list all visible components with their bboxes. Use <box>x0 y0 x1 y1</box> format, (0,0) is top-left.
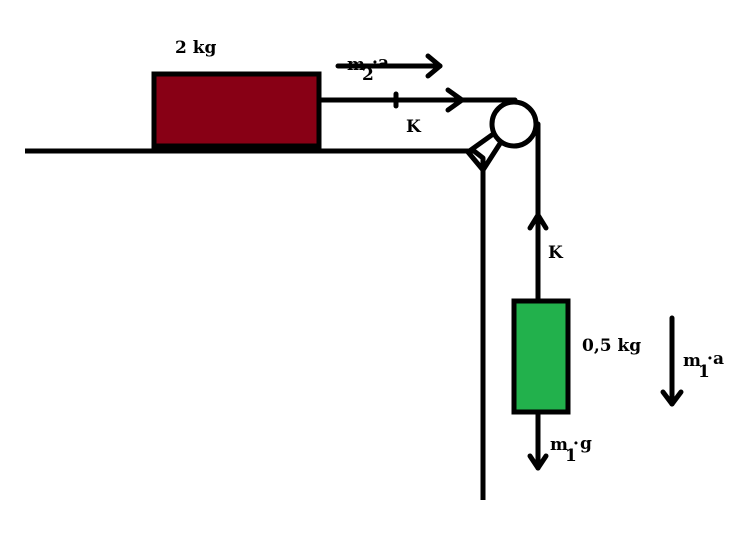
m1g-rest: g <box>580 434 592 454</box>
m1g-sub: 1 <box>565 446 577 466</box>
block-2kg <box>151 71 322 149</box>
m1g-arrowhead <box>527 453 549 471</box>
pulley-support <box>465 129 504 173</box>
pulley <box>489 99 539 149</box>
m1a-arrowhead <box>660 389 684 407</box>
m1a-dot: · <box>707 349 713 369</box>
m1g-label: m 1 · g <box>550 434 592 466</box>
m1g-dot: · <box>573 434 579 454</box>
m2a-base: m <box>347 55 365 75</box>
tension-arrowhead-horizontal <box>445 87 465 113</box>
m2a-label: m 2 · a <box>347 53 389 85</box>
m1a-sub: 1 <box>698 362 710 382</box>
m1a-rest: a <box>713 349 724 369</box>
m1g-base: m <box>550 435 568 455</box>
tension-arrowhead-vertical <box>527 212 549 231</box>
m2a-sub: 2 <box>362 65 374 85</box>
tension-label-horizontal: K <box>406 117 422 137</box>
mass-label-top: 2 kg <box>175 38 217 58</box>
m2a-arrowhead <box>425 53 443 79</box>
block-0-5kg <box>511 298 571 415</box>
table-surface <box>25 148 486 500</box>
m2a-dot: · <box>372 53 378 73</box>
tension-label-vertical: K <box>548 243 564 263</box>
mass-label-hanging: 0,5 kg <box>582 336 641 356</box>
m2a-rest: a <box>378 53 389 73</box>
m1a-label: m 1 · a <box>683 349 724 382</box>
m1a-base: m <box>683 351 701 371</box>
